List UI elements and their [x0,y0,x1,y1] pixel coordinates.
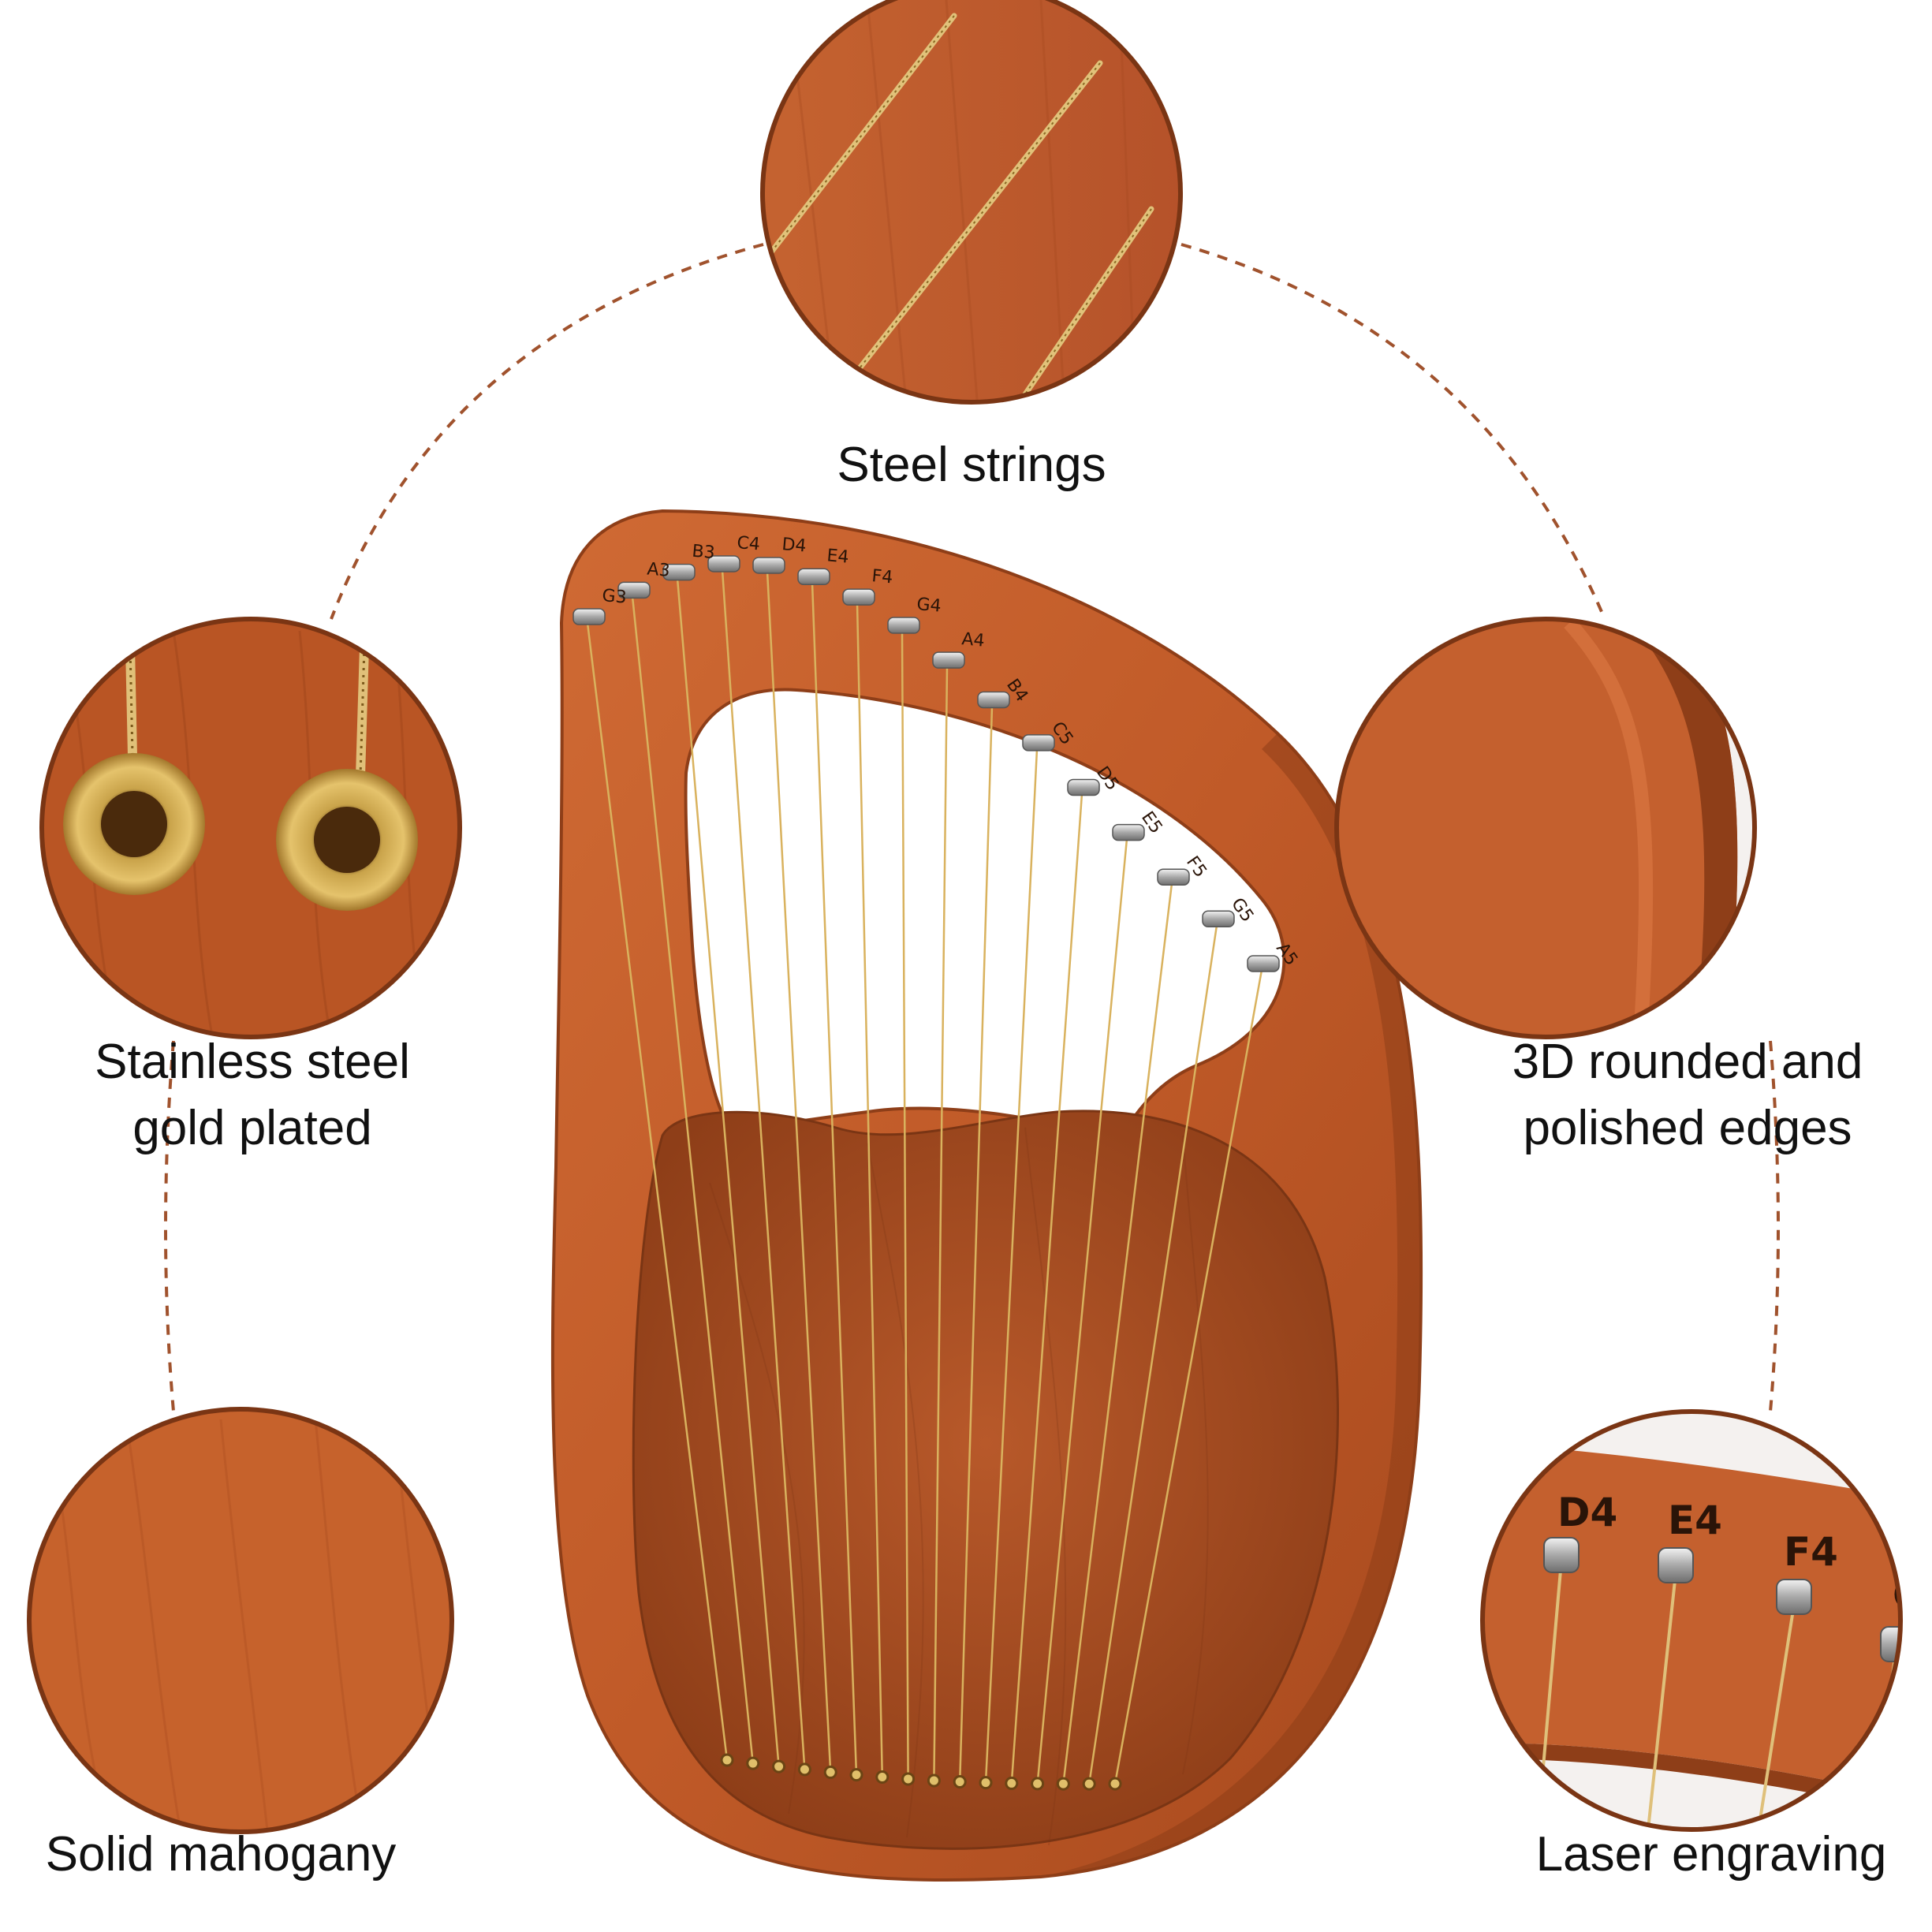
string-eyelet [797,1762,811,1777]
note-label: A3 [646,559,670,580]
harp-string [631,596,755,1764]
tuning-peg [1157,868,1190,886]
tuning-peg [977,691,1010,709]
string-eyelet [1056,1777,1070,1791]
tuning-peg [842,588,875,606]
harp-bottom-eyelets [720,1753,1122,1791]
tuning-peg [752,557,785,574]
harp-soundboard [632,1110,1340,1850]
note-label: G4 [916,595,942,617]
note-label: C4 [736,533,760,554]
note-label: D4 [781,535,807,557]
string-eyelet [720,1753,734,1767]
harp-string [1010,793,1083,1784]
harp-string [1087,925,1218,1785]
harp-string [1113,969,1263,1785]
note-label: B3 [691,542,715,563]
laser-note-label: E4 [1668,1497,1722,1543]
laser-note-label: D4 [1557,1490,1617,1535]
string-eyelet [875,1770,890,1785]
rounded-edges-detail [1334,617,1757,1039]
string-eyelet [1082,1777,1096,1791]
caption-laser-engraving: Laser engraving [1535,1827,1887,1882]
note-label: A4 [960,629,985,651]
tuning-peg [1067,778,1100,796]
tuning-peg [1202,910,1235,928]
note-label: F4 [871,566,893,587]
tuning-peg [887,617,920,634]
string-eyelet [849,1768,863,1782]
harp-string [901,632,909,1779]
tuning-peg [797,568,830,586]
string-eyelet [823,1765,837,1779]
caption-solid-mahogany: Solid mahogany [45,1827,397,1882]
string-eyelet [901,1772,916,1786]
gold-plated-detail [39,617,462,1039]
harp-string [958,706,994,1782]
harp-string [586,622,729,1761]
tuning-peg [1112,823,1145,841]
string-eyelet [927,1773,941,1788]
note-label: E4 [826,546,849,567]
string-eyelet [1108,1777,1122,1791]
harp-string [984,748,1039,1783]
string-eyelet [772,1759,786,1773]
string-eyelet [953,1775,967,1789]
tuning-peg [1247,955,1280,972]
caption-gold-plated-line2: gold plated [132,1101,372,1155]
harp-string [811,583,858,1775]
caption-rounded-edges-line1: 3D rounded and [1512,1035,1863,1089]
caption-rounded-edges: 3D rounded and polished edges [1467,1029,1908,1162]
tuning-peg [932,651,965,669]
harp-string [676,578,780,1767]
caption-gold-plated-line1: Stainless steel [95,1035,410,1089]
string-eyelet [746,1756,760,1770]
harp-string [1062,883,1173,1785]
harp-string [933,666,949,1781]
caption-rounded-edges-line2: polished edges [1523,1101,1852,1155]
caption-gold-plated: Stainless steel gold plated [47,1029,457,1162]
laser-note-label: G [1893,1572,1925,1618]
harp-string [1036,838,1128,1784]
harp-strings [586,569,1263,1785]
string-eyelet [1005,1776,1019,1790]
tuning-peg [573,608,606,625]
tuning-peg [707,555,740,573]
string-eyelet [979,1776,993,1790]
harp-string [721,569,806,1770]
caption-steel-strings: Steel strings [837,438,1106,492]
tuning-peg [617,581,651,599]
harp-tuning-pegs [573,555,1280,972]
solid-mahogany-detail [27,1407,454,1834]
note-label: G3 [601,586,627,608]
dashed-connector-lines [164,243,1780,1412]
laser-note-label: F4 [1784,1529,1838,1575]
harp-string [766,571,832,1773]
harp-string [856,603,884,1777]
tuning-peg [662,563,696,581]
string-eyelet [1031,1777,1045,1791]
tuning-peg [1022,734,1055,752]
steel-strings-detail [760,0,1183,405]
